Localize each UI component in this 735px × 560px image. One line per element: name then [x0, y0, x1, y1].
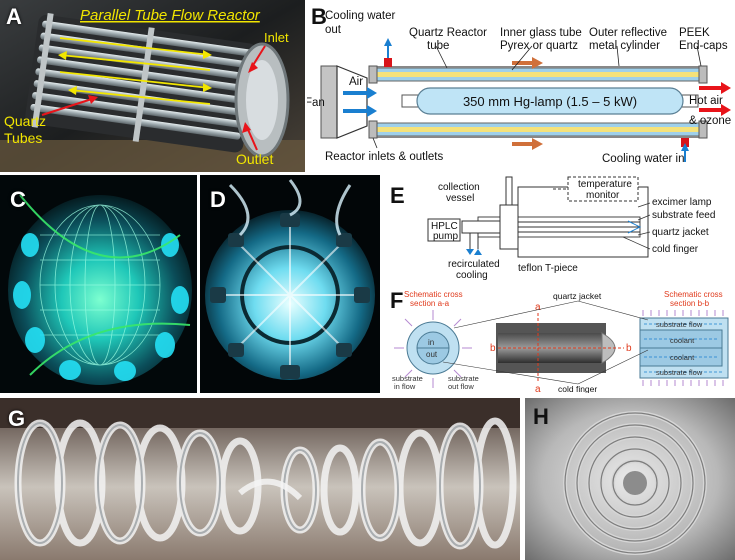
panel-b-lamp-label: 350 mm Hg-lamp (1.5 – 5 kW)	[463, 94, 637, 109]
panel-f-substrate-out-label-2: out flow	[448, 382, 474, 391]
panel-b-letter: B	[311, 4, 327, 29]
panel-e-excimer-label: excimer lamp	[652, 197, 712, 208]
panel-f-letter: F	[390, 288, 404, 313]
panel-g-letter: G	[8, 406, 26, 431]
panel-f-diagram: in out a a b b	[388, 288, 735, 393]
panel-b-hot-air-label-2: & ozone	[689, 115, 731, 127]
panel-f-coolant-label-1: coolant	[670, 336, 695, 345]
panel-f-section-b-label: Schematic cross	[664, 290, 723, 299]
panel-b-inner-glass-label-2: Pyrex or quartz	[500, 40, 578, 52]
panel-b-peek-label: PEEK	[679, 27, 710, 39]
panel-e-recirculated-label: recirculated	[448, 259, 500, 270]
panel-f-substrate-in-label-2: in flow	[394, 382, 416, 391]
panel-d-photo	[200, 175, 380, 393]
panel-f-a-bottom-label: a	[535, 384, 541, 393]
panel-e-hplc-label-2: pump	[433, 231, 458, 242]
panel-e-temperature-label-2: monitor	[586, 190, 620, 201]
panel-a-tubes-label: Tubes	[4, 130, 42, 146]
panel-e-substrate-feed-label: substrate feed	[652, 210, 715, 221]
panel-c-letter: C	[10, 187, 26, 212]
panel-a-outlet-label: Outlet	[236, 151, 273, 167]
panel-g-photo	[0, 398, 520, 560]
panel-h: H	[525, 398, 735, 560]
panel-b-inlets-outlets-label: Reactor inlets & outlets	[325, 151, 444, 163]
panel-b-peek-label-2: End-caps	[679, 40, 728, 52]
panel-a: Parallel Tube Flow Reactor Inlet Quartz …	[0, 0, 305, 172]
panel-f-section-a-label-2: section a-a	[410, 299, 450, 308]
panel-b-diagram: 350 mm Hg-lamp (1.5 – 5 kW)	[307, 0, 735, 172]
panel-e-quartz-jacket-label: quartz jacket	[652, 227, 709, 238]
panel-e-teflon-label: teflon T-piece	[518, 263, 578, 274]
panel-b-cooling-out-label-2: out	[325, 24, 342, 36]
panel-f-a-top-label: a	[535, 302, 541, 313]
panel-f-substrate-in-label: substrate	[392, 374, 423, 383]
panel-b-hot-air-label: Hot air	[689, 95, 723, 107]
panel-b-fan-label: Fan	[307, 97, 325, 109]
panel-b: 350 mm Hg-lamp (1.5 – 5 kW)	[307, 0, 735, 172]
panel-e-recirculated-label-2: cooling	[456, 270, 488, 281]
panel-d-letter: D	[210, 187, 226, 212]
panel-c-photo	[0, 175, 197, 393]
panel-b-inner-glass-label: Inner glass tube	[500, 27, 582, 39]
panel-b-air-label: Air	[349, 76, 363, 88]
panel-g: G	[0, 398, 520, 560]
panel-f-substrate-out-label: substrate	[448, 374, 479, 383]
panel-f-quartz-jacket-label: quartz jacket	[553, 291, 602, 301]
panel-b-quartz-reactor-label-2: tube	[427, 40, 449, 52]
panel-f-substrate-flow-bottom-label: substrate flow	[656, 368, 703, 377]
panel-b-cooling-out-label: Cooling water	[325, 10, 395, 22]
panel-h-photo	[525, 398, 735, 560]
panel-h-letter: H	[533, 404, 549, 429]
panel-a-inlet-label: Inlet	[264, 30, 289, 45]
panel-e: collection vessel temperature monitor HP…	[388, 175, 735, 287]
panel-e-collection-label-2: vessel	[446, 193, 474, 204]
panel-e-letter: E	[390, 183, 405, 208]
panel-d: D	[200, 175, 380, 393]
panel-b-outer-reflective-label: Outer reflective	[589, 27, 667, 39]
panel-f-b-right-label: b	[626, 343, 632, 354]
panel-b-cooling-in-label: Cooling water in	[602, 153, 684, 165]
panel-b-outer-reflective-label-2: metal cylinder	[589, 40, 660, 52]
panel-f-in-label: in	[428, 338, 434, 347]
panel-f-coolant-label-2: coolant	[670, 353, 695, 362]
panel-f-b-left-label: b	[490, 343, 496, 354]
panel-f-section-b-label-2: section b-b	[670, 299, 710, 308]
panel-f-section-a-label: Schematic cross	[404, 290, 463, 299]
panel-f: in out a a b b	[388, 288, 735, 393]
panel-a-photo: Parallel Tube Flow Reactor Inlet Quartz …	[0, 0, 305, 172]
panel-f-out-label: out	[426, 350, 438, 359]
panel-e-cold-finger-label: cold finger	[652, 244, 699, 255]
panel-f-substrate-flow-top-label: substrate flow	[656, 320, 703, 329]
panel-e-diagram: collection vessel temperature monitor HP…	[388, 175, 735, 287]
panel-a-title: Parallel Tube Flow Reactor	[80, 7, 261, 24]
panel-a-quartz-label: Quartz	[4, 113, 46, 129]
panel-a-letter: A	[6, 4, 22, 29]
panel-c: C	[0, 175, 197, 393]
panel-e-collection-label: collection	[438, 182, 480, 193]
panel-b-quartz-reactor-label: Quartz Reactor	[409, 27, 487, 39]
panel-f-cold-finger-label: cold finger	[558, 384, 597, 393]
panel-e-hplc-label: HPLC	[431, 221, 458, 232]
panel-e-temperature-label: temperature	[578, 179, 632, 190]
